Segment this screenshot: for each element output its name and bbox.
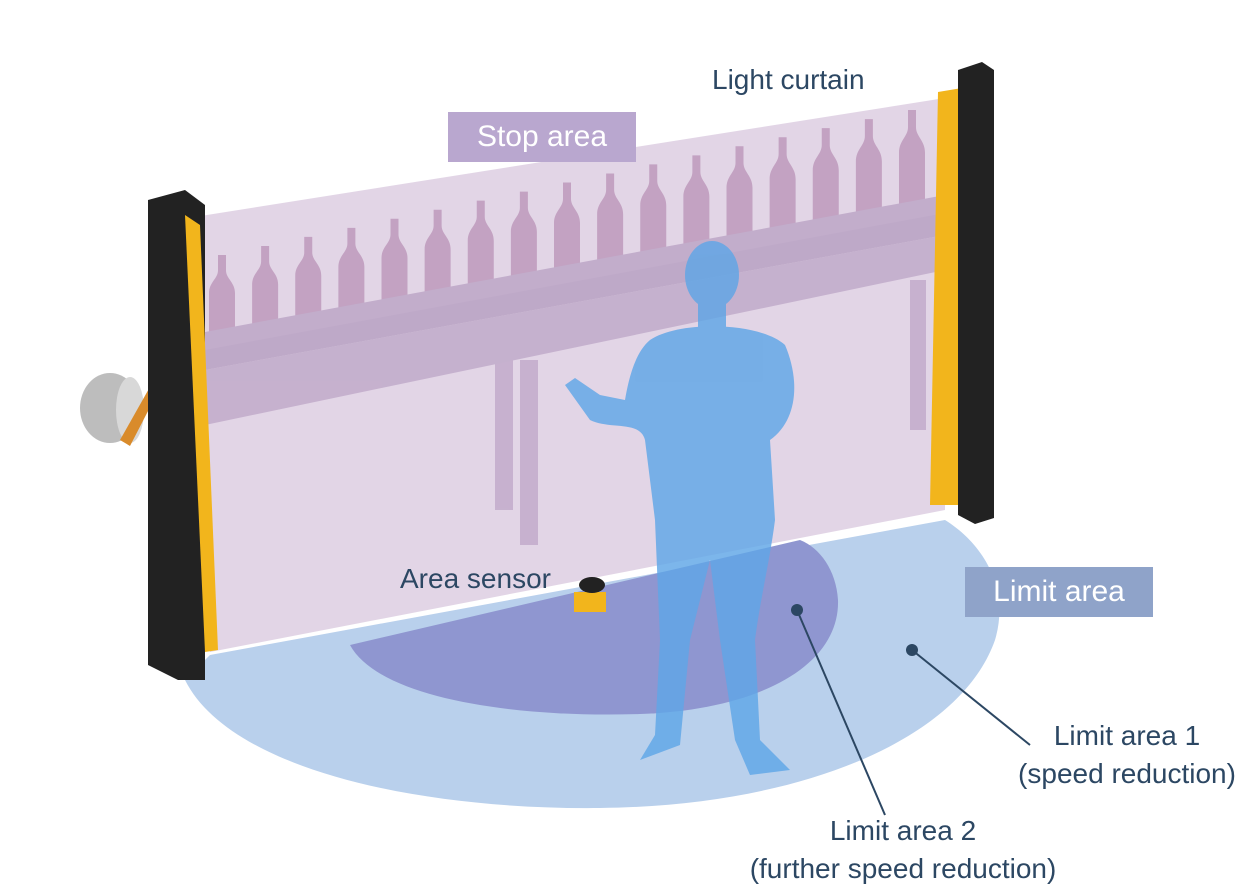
- limit-area-2-note: (further speed reduction): [749, 853, 1057, 884]
- light-curtain-strip-left: [185, 215, 218, 652]
- limit-area-1-note: (speed reduction): [1018, 758, 1236, 789]
- person-figure: [565, 241, 795, 775]
- leader-line-limit-area-2: [796, 609, 886, 816]
- limit-area-1-label: Limit area 1: [1053, 720, 1201, 751]
- limit-area-2-label: Limit area 2: [829, 815, 977, 846]
- stop-area-label: Stop area: [448, 112, 636, 162]
- limit-area-label: Limit area: [965, 567, 1153, 617]
- area-sensor-device: [574, 577, 606, 612]
- light-curtain-label: Light curtain: [712, 64, 865, 95]
- light-curtain-post-right: [958, 62, 994, 524]
- area-sensor-label: Area sensor: [400, 563, 551, 594]
- leader-line-limit-area-1: [911, 649, 1031, 746]
- light-curtain-strip-right: [930, 88, 962, 505]
